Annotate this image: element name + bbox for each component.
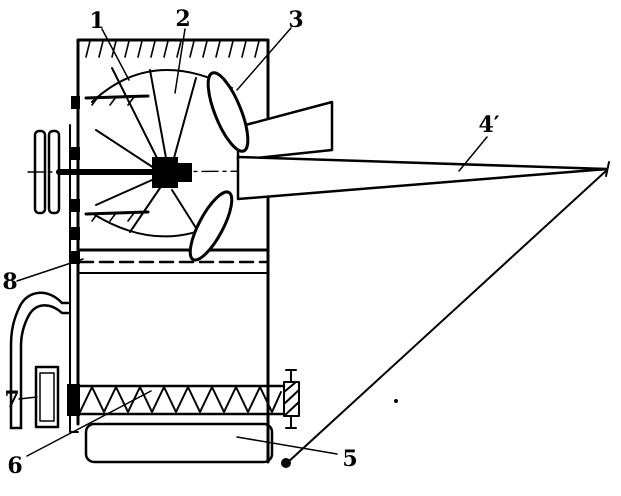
fan-vanes — [91, 67, 233, 238]
louver-tick — [91, 212, 99, 222]
hatch-tick — [111, 40, 117, 58]
fan-radial-line — [129, 187, 161, 233]
housing-outer-left-wall — [69, 124, 79, 433]
hatch-tick — [254, 40, 260, 58]
valve-box-inner — [39, 372, 55, 422]
wall-bolt-blocks — [71, 96, 80, 264]
auger-right-bearing — [283, 369, 300, 429]
leader-6 — [26, 390, 152, 457]
hatch-tick — [98, 40, 104, 58]
label-7: 7 — [4, 387, 19, 413]
bolt-block — [71, 199, 80, 212]
duct-transition — [236, 100, 334, 162]
fan-radial-line — [171, 189, 197, 229]
louver-bar-upper — [84, 94, 150, 100]
hatch-tick — [241, 40, 247, 58]
part-labels: 1 2 3 4′ 5 6 7 8 — [2, 6, 499, 479]
label-4-prime: 4′ — [478, 112, 499, 138]
fan-radial-line — [111, 67, 159, 161]
bolt-block — [71, 147, 80, 160]
hatch-tick — [150, 40, 156, 58]
fan-hub — [152, 157, 192, 188]
spout-tip-tick — [605, 161, 610, 177]
fan-radial-line — [173, 77, 197, 159]
label-2: 2 — [175, 6, 190, 32]
louver-tick — [91, 96, 99, 106]
leader-3 — [236, 27, 292, 91]
fan-radial-line — [95, 179, 153, 206]
base-pivot-dot — [281, 458, 291, 468]
top-hatching — [85, 40, 260, 58]
bolt-block — [71, 227, 80, 240]
label-1: 1 — [89, 8, 104, 34]
louver-bars — [84, 94, 150, 222]
hatch-tick — [163, 40, 169, 58]
fan-blade-upper — [206, 71, 250, 153]
hatch-tick — [85, 40, 91, 58]
fan-radial-line — [95, 129, 155, 169]
label-6: 6 — [7, 453, 22, 479]
leader-4-prime — [458, 136, 488, 172]
louver-tick — [109, 212, 117, 222]
leader-5 — [236, 436, 338, 455]
bearing-hatch — [283, 389, 300, 405]
valve-box — [34, 365, 60, 429]
hatch-tick — [176, 40, 182, 58]
hub-block — [152, 157, 178, 188]
leader-7 — [18, 396, 38, 400]
bolt-block — [71, 251, 80, 264]
auger — [67, 369, 300, 429]
speck — [394, 399, 398, 403]
hook-pipe — [9, 291, 70, 430]
hook-pipe-inner-wall — [19, 304, 70, 430]
support-diagonal — [286, 169, 608, 464]
collection-tray — [84, 422, 274, 464]
hub-block-small — [178, 163, 192, 182]
bearing-hatch — [283, 381, 297, 393]
bearing-hatch — [283, 401, 300, 417]
leader-2 — [174, 28, 186, 94]
louver-tick — [109, 96, 117, 106]
auger-left-bearing — [67, 384, 80, 416]
bearing-body — [283, 381, 300, 417]
leader-lines — [16, 27, 488, 457]
hatch-tick — [189, 40, 195, 58]
hook-pipe-outer-wall — [9, 291, 70, 430]
fan-blade-lower — [188, 190, 234, 262]
pulley-groove — [33, 129, 47, 215]
hatch-tick — [215, 40, 221, 58]
leader-1 — [101, 28, 130, 81]
louver-tick — [127, 96, 135, 106]
label-5: 5 — [342, 446, 357, 472]
hatch-tick — [202, 40, 208, 58]
label-8: 8 — [2, 269, 17, 295]
bolt-block — [71, 96, 80, 109]
auger-screw-zigzag — [79, 386, 282, 413]
hatch-tick — [137, 40, 143, 58]
leader-8 — [16, 258, 84, 282]
hatch-tick — [124, 40, 130, 58]
discharge-spout — [236, 155, 609, 201]
hatch-tick — [228, 40, 234, 58]
label-3: 3 — [288, 7, 303, 33]
louver-bar-lower — [84, 210, 150, 216]
louver-tick — [127, 212, 135, 222]
fan-radial-line — [149, 69, 167, 159]
